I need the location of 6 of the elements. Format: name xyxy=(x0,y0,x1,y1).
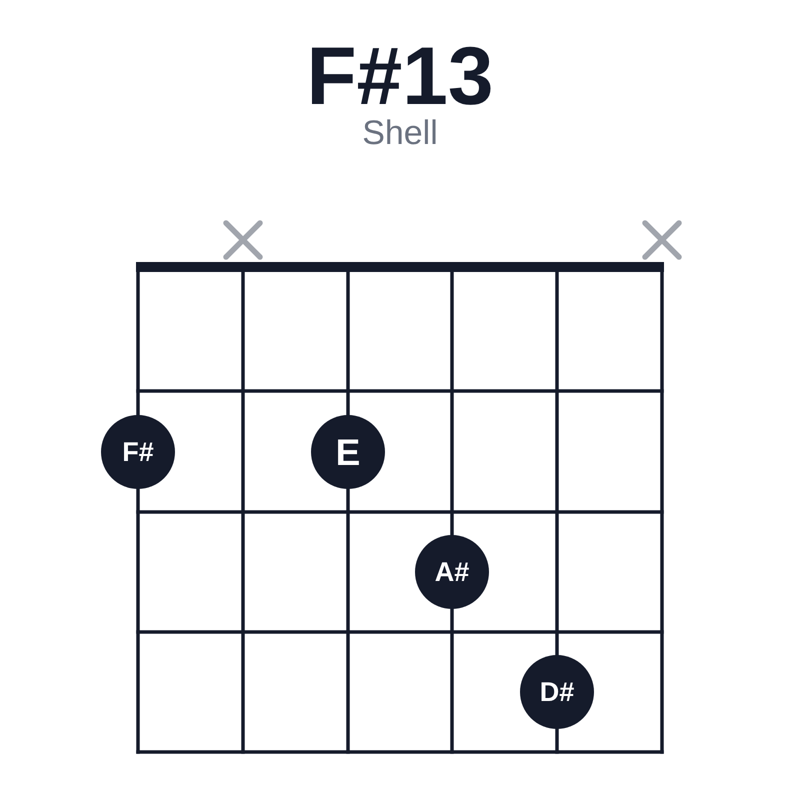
note-name: F# xyxy=(122,438,154,466)
note-name: E xyxy=(336,434,360,470)
chord-subtitle: Shell xyxy=(362,116,438,150)
note-name: D# xyxy=(540,678,574,706)
chord-title: F#13 xyxy=(306,36,494,118)
note-name: A# xyxy=(434,558,470,586)
